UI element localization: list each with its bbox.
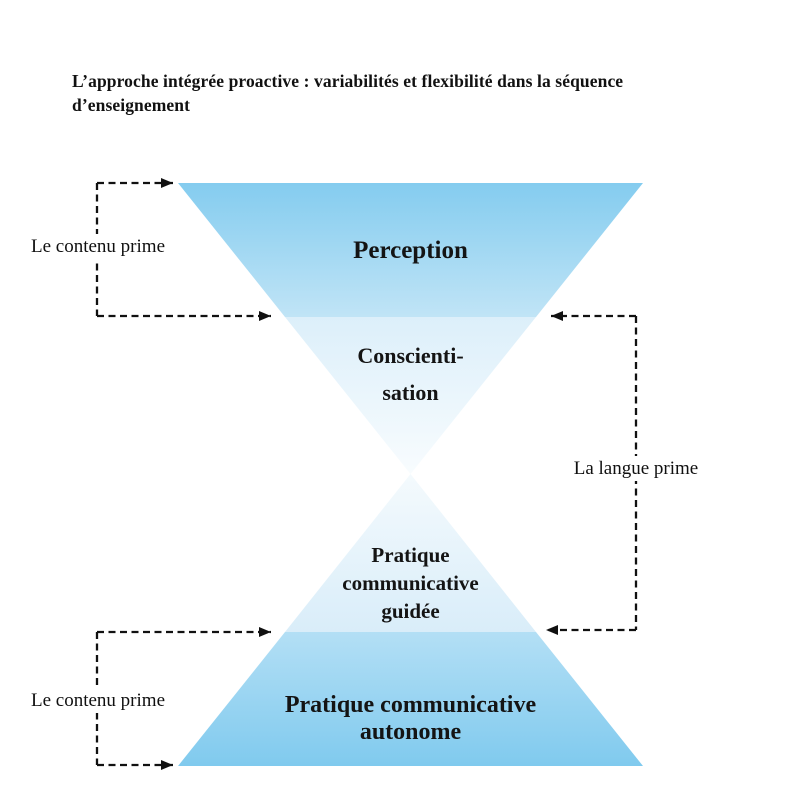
annotation-la-langue-prime: La langue prime: [546, 456, 726, 481]
conscientisation-label-line2: sation: [382, 380, 439, 405]
pratique-autonome-section-shape: [178, 632, 643, 766]
pratique-guidee-label: Pratique communicative guidée: [178, 541, 643, 625]
pratique-guidee-section-shape: [285, 474, 536, 632]
pratique-autonome-label: Pratique communicative autonome: [178, 692, 643, 746]
perception-section-shape: [178, 183, 643, 317]
conscientisation-label-line1: Conscienti-: [357, 343, 464, 368]
pratique-guidee-label-line1: Pratique: [371, 543, 450, 567]
annotation-le-contenu-prime-top: Le contenu prime: [28, 234, 169, 259]
arrow-bracket-right: [546, 311, 638, 635]
arrow-bracket-left-top: [95, 178, 271, 321]
pratique-autonome-label-line1: Pratique communicative: [284, 692, 537, 718]
pratique-autonome-label-line2: autonome: [359, 719, 462, 745]
conscientisation-label: Conscienti- sation: [178, 337, 643, 411]
diagram-title: L’approche intégrée proactive : variabil…: [72, 69, 762, 117]
conscientisation-section-shape: [285, 317, 536, 474]
diagram-title-line2: d’enseignement: [72, 95, 191, 115]
pratique-guidee-label-line2: communicative: [342, 571, 479, 595]
arrow-bracket-left-bottom: [95, 627, 271, 770]
annotation-le-contenu-prime-bottom: Le contenu prime: [28, 688, 169, 713]
pratique-guidee-label-line3: guidée: [381, 599, 440, 623]
diagram-title-line1: L’approche intégrée proactive : variabil…: [72, 71, 624, 91]
perception-label: Perception: [353, 237, 468, 264]
